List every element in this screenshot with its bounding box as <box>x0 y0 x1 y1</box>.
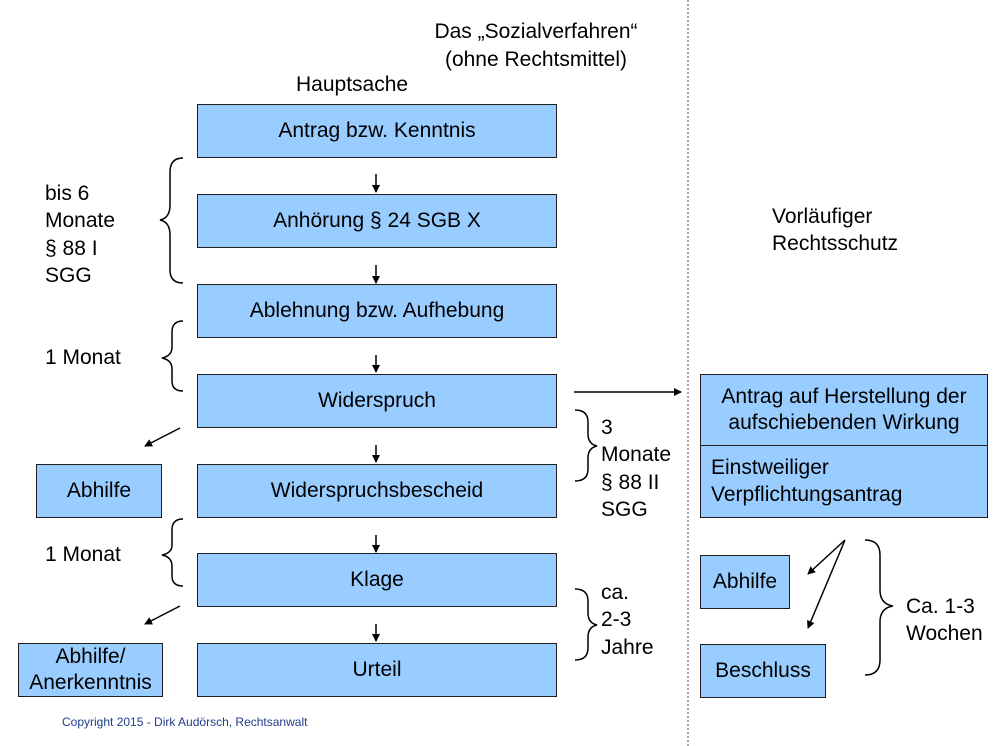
note-1-monat-2: 1 Monat <box>45 543 121 566</box>
note-3-monate: 3 Monate § 88 II SGG <box>601 416 672 521</box>
step-widerspruch: Widerspruch <box>197 374 557 428</box>
side-antrag-herstellung: Antrag auf Herstellung der aufschiebende… <box>700 374 988 446</box>
side-column-title: Vorläufiger Rechtsschutz <box>772 205 899 256</box>
step-widerspruchsbescheid: Widerspruchsbescheid <box>197 464 557 518</box>
side-einstweiliger: Einstweiliger Verpflichtungsantrag <box>700 445 988 518</box>
arrow-side-abhilfe <box>807 539 846 575</box>
arrow-to-anerkenntnis <box>144 605 181 625</box>
step-klage: Klage <box>197 553 557 607</box>
diagram-subtitle: (ohne Rechtsmittel) <box>444 48 628 71</box>
brace-1-monat-1 <box>161 320 184 392</box>
note-1-monat-1: 1 Monat <box>45 346 121 369</box>
diagram-title: Das „Sozialverfahren“ <box>434 20 638 43</box>
arrow-side-beschluss <box>807 539 846 629</box>
brace-bis-6-monate <box>159 157 184 284</box>
side-beschluss: Beschluss <box>700 644 826 698</box>
step-ablehnung: Ablehnung bzw. Aufhebung <box>197 284 557 338</box>
step-anhoerung: Anhörung § 24 SGB X <box>197 194 557 248</box>
side-abhilfe: Abhilfe <box>700 555 790 609</box>
copyright-text: Copyright 2015 - Dirk Audörsch, Rechtsan… <box>62 715 308 729</box>
arrow-to-abhilfe <box>144 427 181 447</box>
brace-3-monate <box>574 409 598 482</box>
outcome-abhilfe: Abhilfe <box>36 464 162 518</box>
brace-1-3-wochen <box>864 539 894 676</box>
brace-1-monat-2 <box>161 518 184 587</box>
brace-2-3-jahre <box>574 588 598 661</box>
note-1-3-wochen: Ca. 1-3 Wochen <box>906 595 983 646</box>
main-column-title: Hauptsache <box>296 73 409 96</box>
step-urteil: Urteil <box>197 643 557 697</box>
outcome-abhilfe-anerkenntnis: Abhilfe/ Anerkenntnis <box>18 643 163 697</box>
step-antrag: Antrag bzw. Kenntnis <box>197 104 557 158</box>
note-2-3-jahre: ca. 2-3 Jahre <box>601 581 654 659</box>
note-bis-6-monate: bis 6 Monate § 88 I SGG <box>45 182 116 287</box>
